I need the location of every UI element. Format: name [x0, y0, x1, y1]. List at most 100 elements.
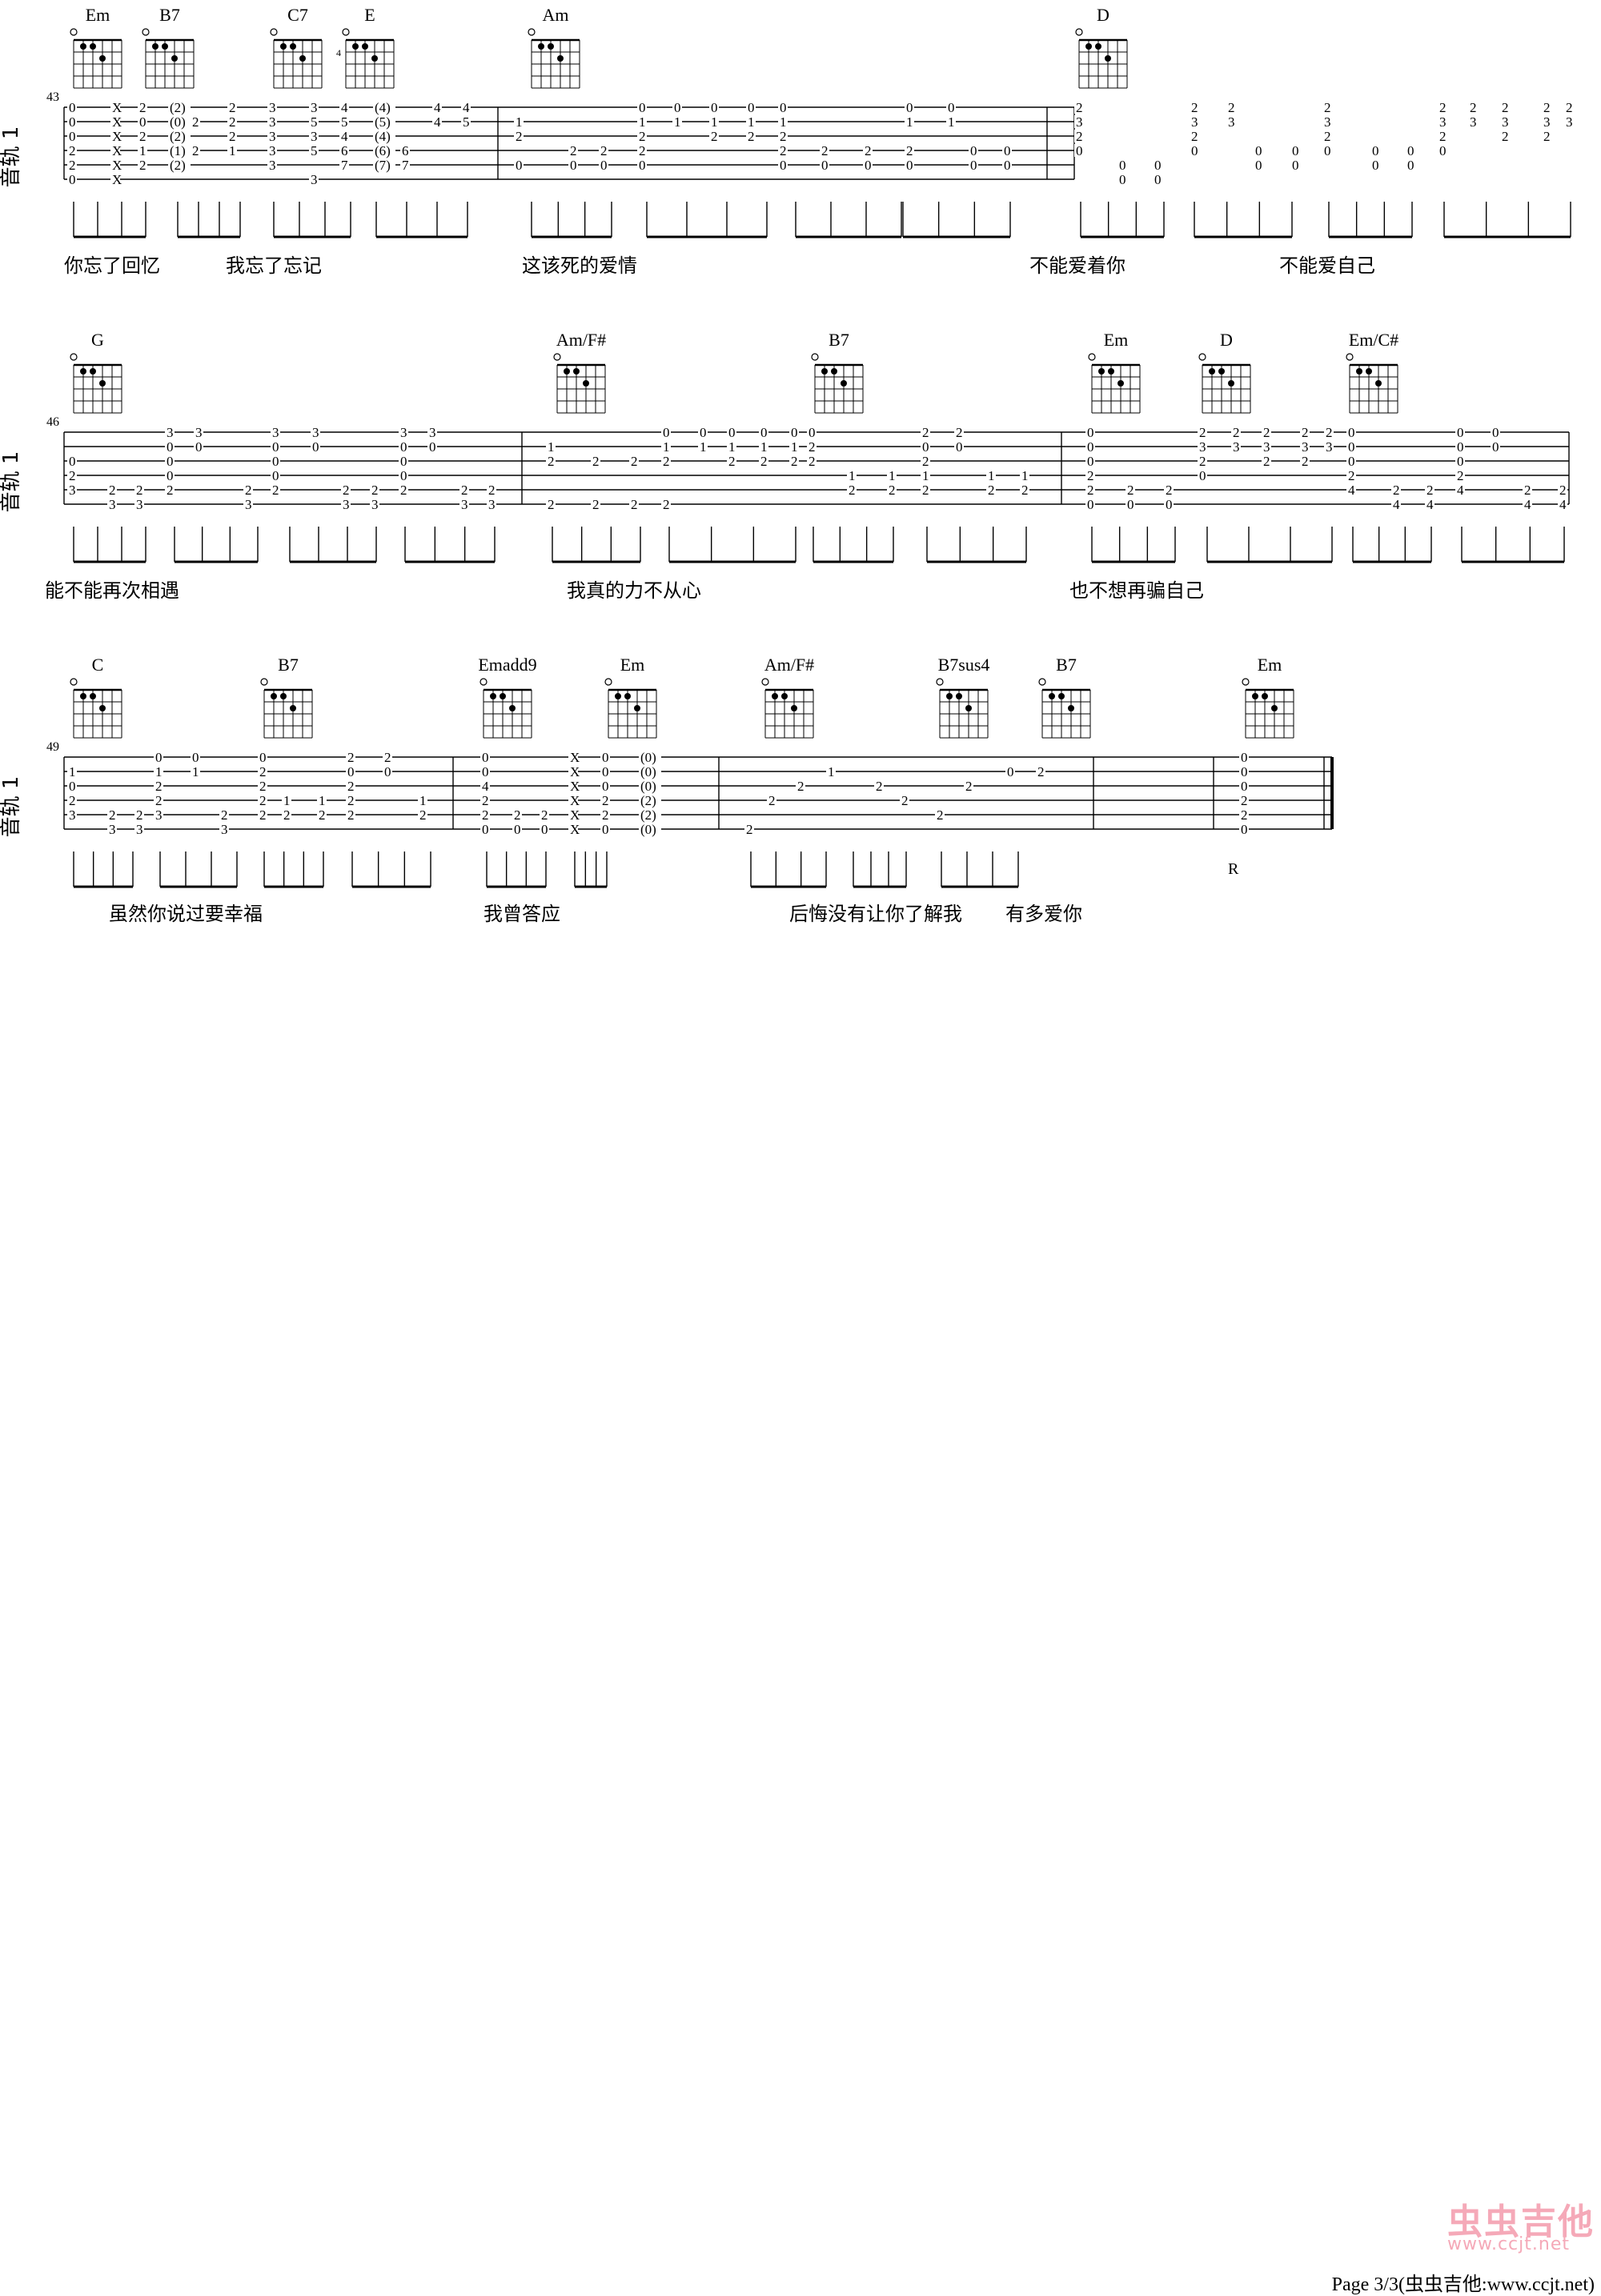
fret-number-bg: [512, 808, 522, 821]
fret-number: 0: [1348, 425, 1355, 440]
fret-number-bg: [1085, 469, 1095, 482]
fret-number-bg: [267, 115, 277, 128]
fret-number: 0: [69, 454, 76, 469]
fret-number: 0: [1154, 172, 1162, 187]
fret-number-bg: [796, 779, 805, 792]
fret-number: 1: [663, 439, 670, 455]
fret-number: 2: [965, 779, 973, 794]
fret-number: 3: [109, 497, 116, 512]
rhythm-group: [1206, 527, 1333, 563]
finger-dot: [500, 693, 506, 699]
fret-number: 0: [1348, 454, 1355, 469]
fret-number-bg: [709, 130, 719, 142]
fret-number-bg: [134, 498, 144, 511]
fret-number: 2: [748, 129, 755, 144]
fret-number: 3: [1076, 114, 1083, 130]
fret-number-bg: [1085, 498, 1095, 511]
fret-number-bg: [1425, 498, 1434, 511]
fret-number: 0: [1492, 425, 1499, 440]
fret-number-bg: [1290, 158, 1300, 171]
fret-number-bg: [1085, 426, 1095, 439]
fret-number: 0: [1241, 764, 1248, 779]
fret-number-bg: [820, 158, 829, 171]
chord-name: B7: [278, 655, 299, 675]
fret-number: 1: [155, 764, 163, 779]
fret-number: 2: [1502, 100, 1509, 115]
fret-number: 0: [1372, 143, 1379, 158]
fret-number-bg: [1239, 751, 1249, 763]
open-string-marker: [260, 678, 268, 686]
fret-number-bg: [1085, 455, 1095, 467]
fret-number: 2: [639, 143, 646, 158]
fret-number-bg: [639, 794, 661, 807]
fret-number: 2: [1326, 425, 1333, 440]
finger-dot: [831, 368, 837, 375]
lyric-text: 我忘了忘记: [226, 254, 322, 277]
fret-number-bg: [219, 823, 229, 835]
fret-number-bg: [267, 130, 277, 142]
fret-number: 2: [1543, 129, 1551, 144]
fret-number-bg: [282, 808, 291, 821]
fret-number: 2: [1302, 454, 1309, 469]
fret-number: 4: [434, 100, 441, 115]
chord-name: G: [91, 330, 104, 350]
fret-number-bg: [400, 144, 410, 157]
chord-name: Emadd9: [478, 655, 536, 675]
fret-number-bg: [863, 144, 873, 157]
fret-number: X: [112, 172, 122, 187]
finger-dot: [90, 693, 96, 699]
fret-number-bg: [709, 115, 719, 128]
chord-diagram: [270, 28, 323, 89]
fret-number: 1: [828, 764, 835, 779]
finger-dot: [1366, 368, 1372, 375]
fret-number: 2: [1191, 100, 1198, 115]
open-string-marker: [479, 678, 488, 686]
finger-dot: [290, 43, 296, 50]
fret-number: 0: [602, 822, 609, 837]
fret-number-bg: [540, 823, 549, 835]
fret-number-bg: [1346, 440, 1356, 453]
fret-number: 0: [1119, 158, 1126, 173]
fret-number: 0: [1439, 143, 1447, 158]
rhythm-group: [73, 527, 146, 563]
fret-number: 1: [748, 114, 755, 130]
chord-name: D: [1220, 330, 1233, 350]
fret-number: 1: [948, 114, 955, 130]
fret-number-bg: [1290, 144, 1300, 157]
fret-number: 5: [463, 114, 470, 130]
finger-dot: [821, 368, 828, 375]
fret-number-bg: [309, 101, 319, 114]
fret-number: 0: [272, 468, 279, 483]
fret-number: 2: [768, 793, 776, 808]
fret-number-bg: [514, 115, 524, 128]
fret-number-bg: [639, 808, 661, 821]
chord-diagram: [142, 28, 195, 89]
fret-number-bg: [568, 144, 578, 157]
fret-number-bg: [1406, 158, 1415, 171]
fret-number-bg: [1542, 130, 1551, 142]
chord-name: D: [1097, 5, 1109, 25]
fret-number-bg: [759, 455, 768, 467]
open-string-marker: [342, 28, 350, 36]
fret-number: 0: [384, 764, 391, 779]
fret-number: 0: [1407, 158, 1414, 173]
finger-dot: [1105, 55, 1111, 62]
fret-number: 0: [312, 439, 319, 455]
fret-number-bg: [1085, 440, 1095, 453]
fret-number: 2: [259, 807, 267, 823]
fret-number-bg: [1324, 426, 1334, 439]
fret-number: 2: [791, 454, 798, 469]
fret-number: 2: [155, 793, 163, 808]
fret-number-bg: [1391, 483, 1401, 496]
fret-number: (0): [640, 779, 656, 794]
fret-number: 0: [780, 100, 787, 115]
fret-number-bg: [309, 130, 319, 142]
fret-number-bg: [1406, 144, 1415, 157]
fret-number-bg: [599, 144, 608, 157]
fret-number: 4: [1348, 483, 1355, 498]
fret-number-bg: [709, 101, 719, 114]
finger-dot: [1271, 705, 1278, 711]
track-label: 音轨 1: [0, 126, 23, 188]
